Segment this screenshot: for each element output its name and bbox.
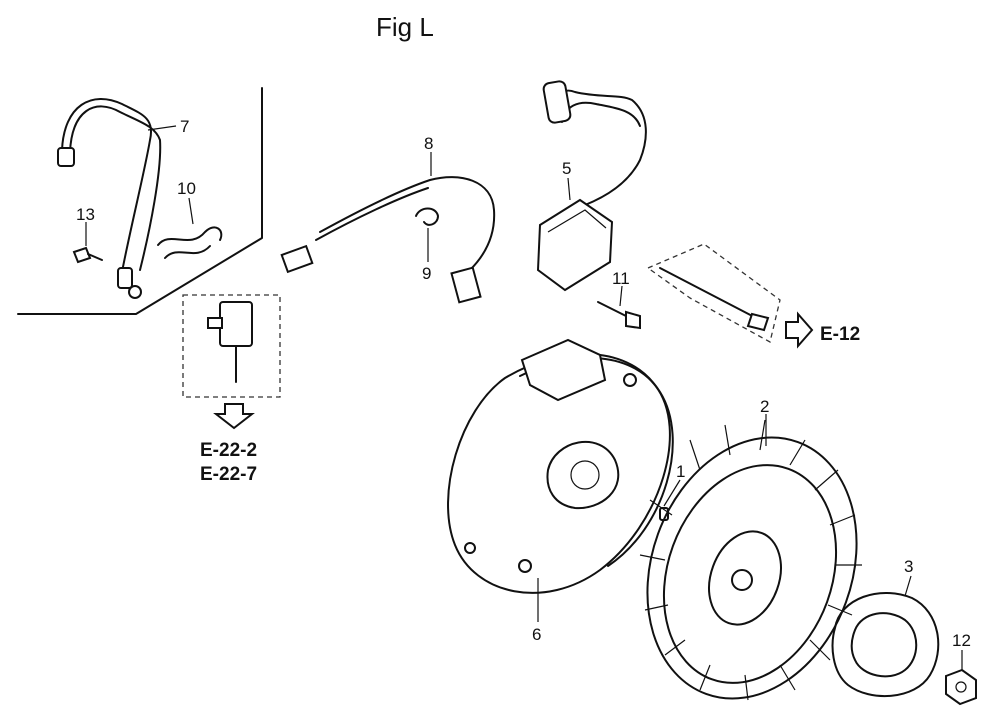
flywheel-cover-part-6 [447, 338, 674, 622]
wire-harness-part-7 [57, 98, 177, 299]
callout-1: 1 [676, 462, 685, 481]
nut-part-12 [945, 650, 977, 706]
callout-6: 6 [532, 625, 541, 644]
ground-wire-part-8 [280, 152, 496, 304]
callout-7: 7 [180, 117, 189, 136]
ignition-coil-part-5 [536, 80, 647, 292]
arrow-down-icon [213, 403, 255, 430]
flywheel-part-2 [639, 414, 862, 701]
starter-pulley-part-3 [831, 575, 940, 698]
callout-10: 10 [177, 179, 196, 198]
callout-2: 2 [760, 397, 769, 416]
clip-part-9 [415, 207, 439, 262]
figure-title: Fig L [376, 12, 434, 42]
reference-box-e22 [182, 294, 281, 398]
callout-13: 13 [76, 205, 95, 224]
condenser-component [207, 301, 253, 383]
reference-e12: E-12 [820, 324, 860, 345]
inset-separator [17, 87, 263, 315]
callout-9: 9 [422, 264, 431, 283]
clip-part-10 [157, 197, 223, 259]
arrow-right-icon [785, 311, 814, 349]
reference-e22-7: E-22-7 [200, 464, 257, 485]
long-bolt-component [659, 267, 770, 332]
bolt-part-13 [72, 222, 103, 264]
reference-box-e12 [646, 243, 781, 343]
callout-11: 11 [612, 269, 630, 288]
callout-12: 12 [952, 631, 971, 650]
callout-5: 5 [562, 159, 571, 178]
callout-3: 3 [904, 557, 913, 576]
callout-8: 8 [424, 134, 433, 153]
reference-e22-2: E-22-2 [200, 440, 257, 461]
bolt-part-11 [597, 285, 641, 330]
